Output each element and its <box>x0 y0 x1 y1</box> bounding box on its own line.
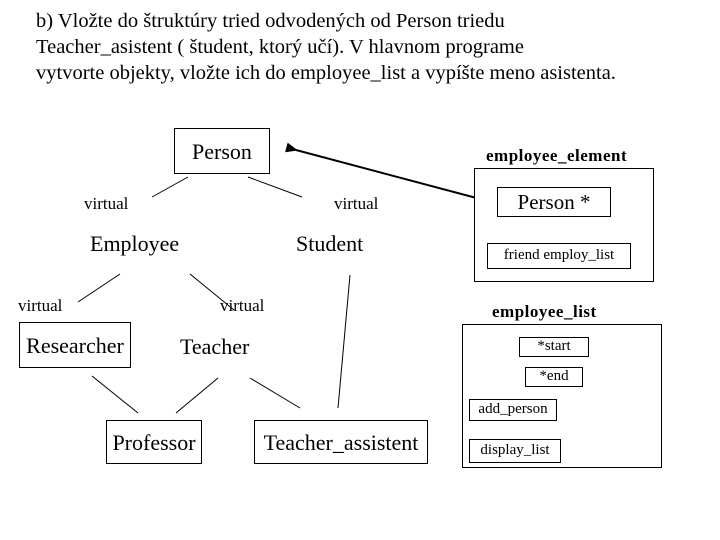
edge-person-student <box>247 176 303 198</box>
person-pointer-field: Person * <box>497 187 611 217</box>
class-teacher-assistent: Teacher_assistent <box>254 420 428 464</box>
edge-researcher-professor <box>91 375 139 414</box>
virtual-label-student: virtual <box>334 194 379 213</box>
edge-teacher-professor <box>175 377 219 414</box>
class-person-label: Person <box>192 139 252 164</box>
task-line-2: Teacher_asistent ( študent, ktorý učí). … <box>36 36 524 58</box>
end-pointer-field: *end <box>525 367 583 387</box>
employee-list-frame: *start *end add_person display_list <box>462 324 662 468</box>
display-list-method: display_list <box>469 439 561 463</box>
class-researcher-label: Researcher <box>26 333 124 358</box>
add-person-label: add_person <box>478 401 548 417</box>
start-pointer-field: *start <box>519 337 589 357</box>
edge-person-employee <box>151 176 189 198</box>
friend-declaration-label: friend employ_list <box>503 247 615 263</box>
class-teacher: Teacher <box>180 334 250 359</box>
class-professor-label: Professor <box>112 430 196 455</box>
display-list-label: display_list <box>480 442 550 458</box>
friend-declaration-field: friend employ_list <box>487 243 631 269</box>
pointer-arrow <box>285 142 485 201</box>
virtual-label-researcher: virtual <box>18 296 63 315</box>
employee-list-title: employee_list <box>492 302 597 321</box>
class-researcher: Researcher <box>19 322 131 368</box>
class-employee: Employee <box>90 231 180 256</box>
start-pointer-label: *start <box>537 338 571 354</box>
edge-employee-researcher <box>77 273 121 303</box>
employee-element-frame: Person * friend employ_list <box>474 168 654 282</box>
employee-element-title: employee_element <box>486 146 628 165</box>
class-teacher-assistent-label: Teacher_assistent <box>263 430 419 455</box>
edge-teacher-assistent <box>249 377 301 409</box>
virtual-label-teacher: virtual <box>220 296 265 315</box>
end-pointer-label: *end <box>539 368 569 384</box>
virtual-label-employee: virtual <box>84 194 129 213</box>
task-description: b) Vložte do štruktúry tried odvodených … <box>36 8 716 86</box>
class-professor: Professor <box>106 420 202 464</box>
class-person: Person <box>174 128 270 174</box>
add-person-method: add_person <box>469 399 557 421</box>
person-pointer-label: Person * <box>517 190 591 214</box>
edge-student-assistent <box>337 274 351 409</box>
task-line-3: vytvorte objekty, vložte ich do employee… <box>36 62 616 84</box>
task-line-1: b) Vložte do štruktúry tried odvodených … <box>36 10 505 32</box>
class-student: Student <box>296 231 364 256</box>
